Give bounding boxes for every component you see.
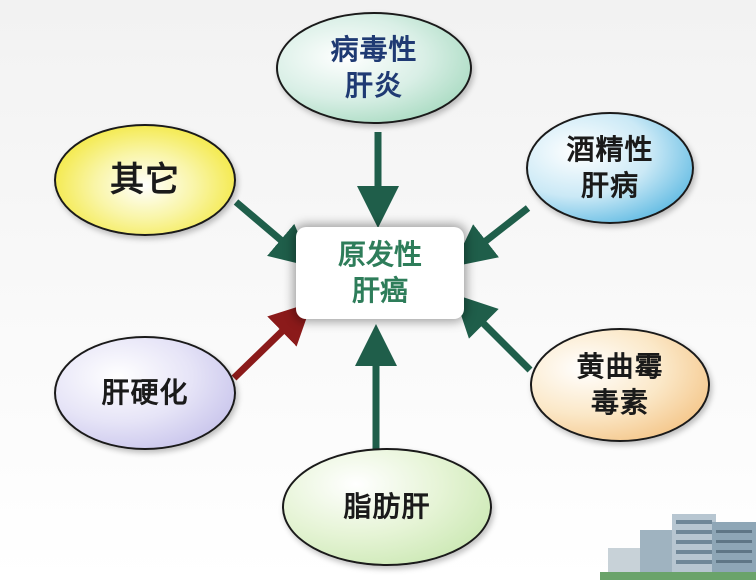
arrow-aflatoxin xyxy=(454,294,533,373)
center-node-primary-liver-cancer: 原发性 肝癌 xyxy=(296,227,464,319)
node-viral-hepatitis: 病毒性 肝炎 xyxy=(276,12,472,124)
building-illustration xyxy=(600,514,756,580)
node-label: 脂肪肝 xyxy=(343,490,431,523)
node-label: 其它 xyxy=(110,160,180,200)
node-aflatoxin: 黄曲霉 毒素 xyxy=(530,328,710,442)
node-cirrhosis: 肝硬化 xyxy=(54,336,236,450)
node-label: 酒精性 肝病 xyxy=(566,133,654,202)
center-label: 原发性 肝癌 xyxy=(337,238,422,307)
node-alcoholic-liver-disease: 酒精性 肝病 xyxy=(526,112,694,224)
arrow-cirrhosis xyxy=(231,302,313,381)
node-label: 病毒性 肝炎 xyxy=(330,33,418,102)
node-label: 黄曲霉 毒素 xyxy=(576,350,664,419)
node-fatty-liver: 脂肪肝 xyxy=(282,448,492,566)
arrow-alcohol xyxy=(452,205,531,267)
arrow-other xyxy=(233,199,313,268)
node-other: 其它 xyxy=(54,124,236,236)
node-label: 肝硬化 xyxy=(101,376,189,409)
